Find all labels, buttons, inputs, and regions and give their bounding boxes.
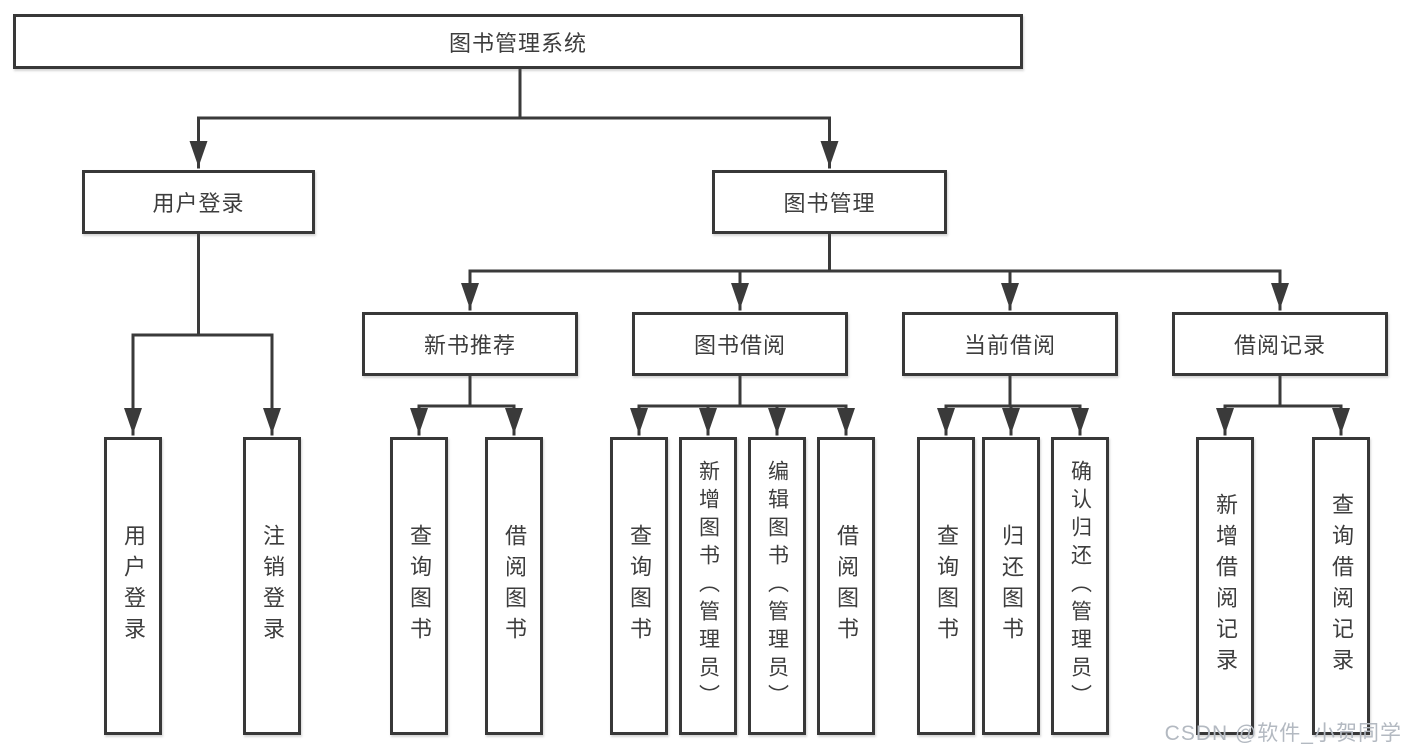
node-root: 图书管理系统 — [13, 14, 1023, 69]
leaf-logout: 注销登录 — [243, 437, 301, 735]
leaf-add-borrow-record-label: 新增借阅记录 — [1213, 493, 1238, 679]
node-borrow-records: 借阅记录 — [1172, 312, 1388, 376]
leaf-user-login: 用户登录 — [104, 437, 162, 735]
leaf-query-books-1-label: 查询图书 — [407, 524, 432, 648]
stem-new-book — [417, 374, 516, 408]
leaf-add-borrow-record: 新增借阅记录 — [1196, 437, 1254, 735]
node-current-borrow-label: 当前借阅 — [963, 333, 1056, 358]
leaf-return-books: 归还图书 — [982, 437, 1040, 735]
leaf-add-book-admin: 新增图书（管理员） — [679, 437, 737, 735]
leaf-logout-label: 注销登录 — [260, 524, 285, 648]
leaf-query-borrow-record: 查询借阅记录 — [1312, 437, 1370, 735]
leaf-query-books-3-label: 查询图书 — [934, 524, 959, 648]
node-root-label: 图书管理系统 — [448, 30, 587, 56]
leaf-query-books-2-label: 查询图书 — [627, 524, 652, 648]
leaf-add-book-admin-label: 新增图书（管理员） — [696, 460, 720, 712]
leaf-query-books-1: 查询图书 — [390, 437, 448, 735]
leaf-query-borrow-record-label: 查询借阅记录 — [1329, 493, 1354, 679]
stem-root — [197, 67, 831, 120]
leaf-query-books-3: 查询图书 — [917, 437, 975, 735]
stem-book-borrow — [637, 374, 848, 408]
stem-book-management — [468, 232, 1282, 273]
node-user-login-label: 用户登录 — [152, 191, 245, 216]
leaf-edit-book-admin-label: 编辑图书（管理员） — [765, 460, 789, 712]
leaf-return-books-label: 归还图书 — [999, 524, 1024, 648]
stem-current-borrow — [944, 375, 1082, 408]
leaf-edit-book-admin: 编辑图书（管理员） — [748, 437, 806, 735]
leaf-confirm-return-admin: 确认归还（管理员） — [1051, 437, 1109, 735]
node-new-book-recommend: 新书推荐 — [362, 312, 578, 376]
leaf-query-books-2: 查询图书 — [610, 437, 668, 735]
node-book-management-label: 图书管理 — [783, 191, 876, 216]
leaf-confirm-return-admin-label: 确认归还（管理员） — [1068, 460, 1092, 712]
node-new-book-recommend-label: 新书推荐 — [423, 333, 516, 358]
csdn-watermark: CSDN @软件_小贺同学 — [1164, 722, 1402, 745]
leaf-borrow-books-2: 借阅图书 — [817, 437, 875, 735]
leaf-borrow-books-1-label: 借阅图书 — [502, 524, 527, 648]
node-book-management: 图书管理 — [712, 170, 947, 234]
leaf-user-login-label: 用户登录 — [121, 524, 146, 648]
node-user-login: 用户登录 — [82, 170, 315, 234]
node-current-borrow: 当前借阅 — [902, 312, 1118, 376]
node-borrow-records-label: 借阅记录 — [1233, 333, 1326, 358]
leaf-borrow-books-1: 借阅图书 — [485, 437, 543, 735]
leaf-borrow-books-2-label: 借阅图书 — [834, 524, 859, 648]
stem-borrow-records — [1223, 374, 1343, 408]
node-book-borrow-label: 图书借阅 — [693, 333, 786, 358]
node-book-borrow: 图书借阅 — [632, 312, 848, 376]
stem-user-login — [131, 232, 274, 337]
